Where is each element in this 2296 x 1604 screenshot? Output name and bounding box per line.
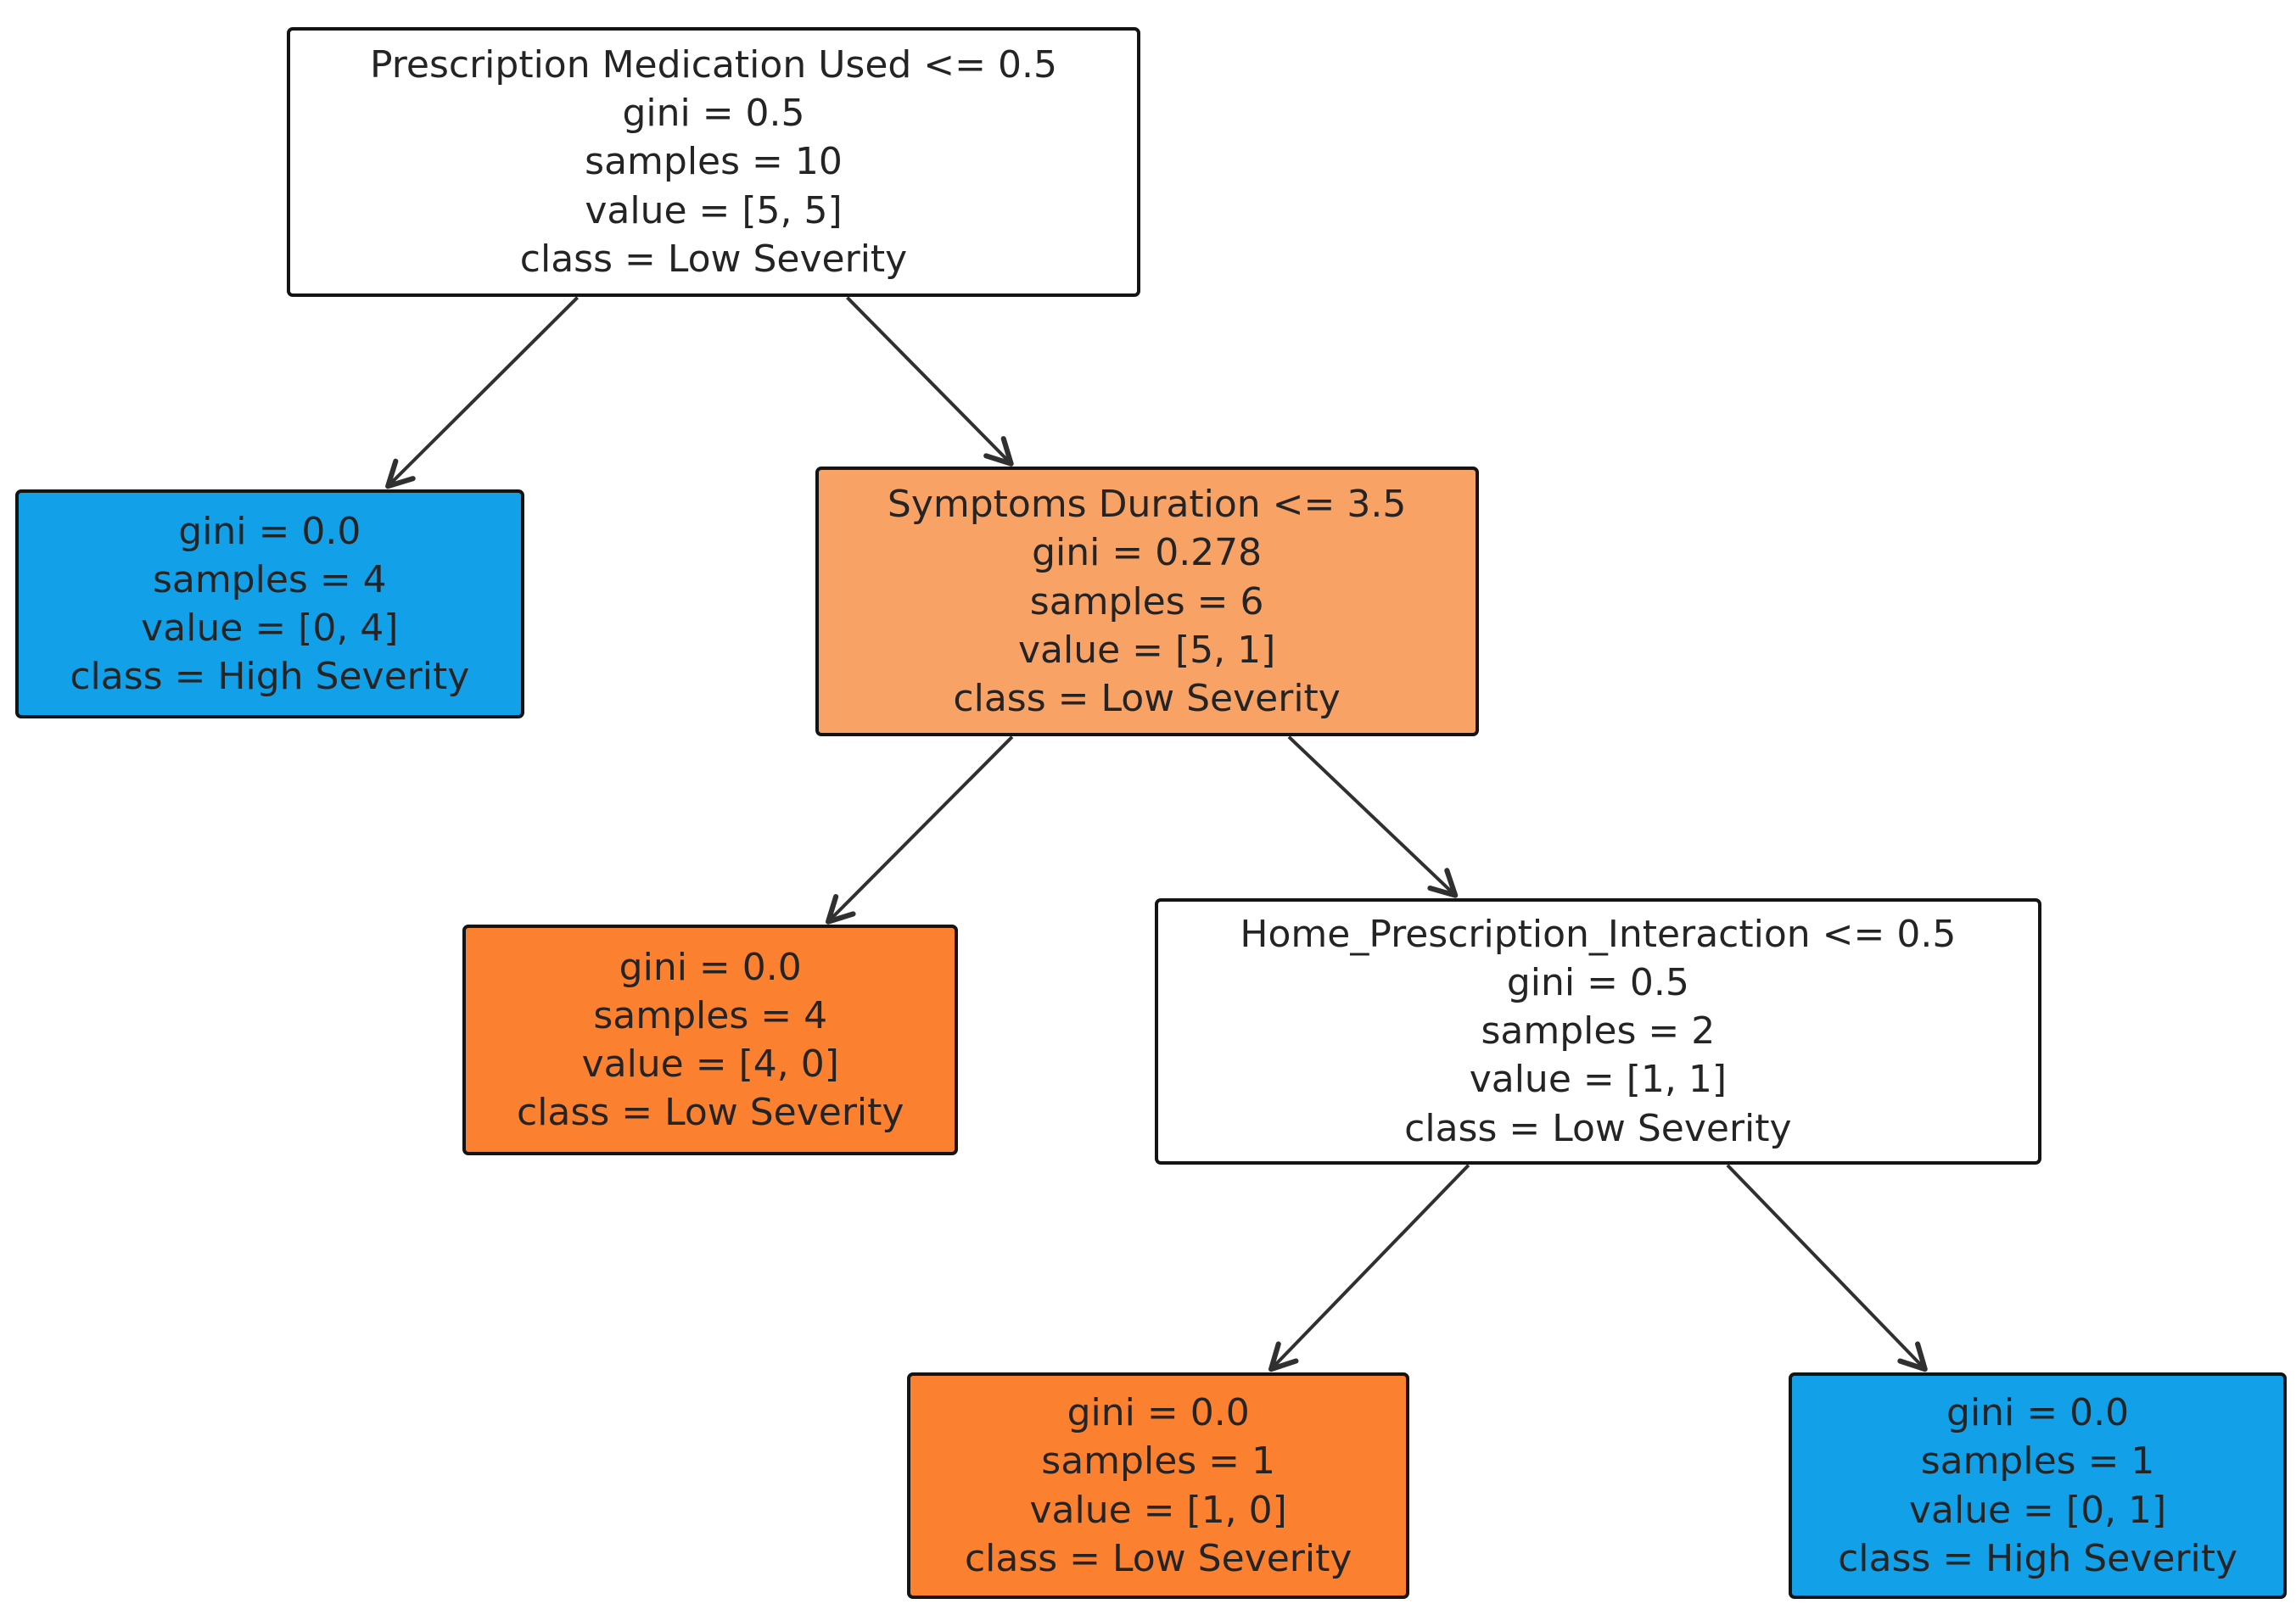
tree-edge-arrow — [846, 296, 1014, 467]
node-text-line: class = Low Severity — [1404, 1106, 1792, 1150]
node-text-line: Prescription Medication Used <= 0.5 — [370, 43, 1058, 87]
node-text-line: class = Low Severity — [964, 1536, 1352, 1580]
node-text-line: samples = 1 — [1920, 1439, 2155, 1484]
home-prescription-interaction-split-node: Home_Prescription_Interaction <= 0.5 gini… — [1155, 897, 2041, 1165]
tree-edge-arrow — [825, 735, 1014, 925]
node-text-line: samples = 4 — [593, 993, 828, 1037]
node-text-line: gini = 0.5 — [1506, 961, 1689, 1005]
node-text-line: value = [0, 4] — [141, 606, 399, 650]
node-text-line: class = High Severity — [70, 655, 470, 699]
node-text-line: samples = 6 — [1029, 579, 1264, 623]
tree-edge-arrow — [385, 296, 580, 489]
node-text-line: class = Low Severity — [517, 1091, 904, 1135]
node-text-line: value = [5, 1] — [1017, 628, 1276, 672]
node-text-line: samples = 1 — [1041, 1439, 1276, 1484]
node-text-line: class = Low Severity — [519, 237, 908, 281]
node-text-line: gini = 0.0 — [1067, 1391, 1250, 1435]
node-text-line: gini = 0.0 — [178, 509, 361, 553]
node-text-line: class = High Severity — [1838, 1536, 2238, 1580]
node-text-line: value = [1, 0] — [1029, 1488, 1287, 1532]
node-text-line: samples = 2 — [1481, 1009, 1716, 1053]
root-split-node: Prescription Medication Used <= 0.5 gini … — [286, 26, 1141, 298]
node-text-line: gini = 0.0 — [619, 945, 802, 989]
node-text-line: samples = 10 — [585, 140, 843, 184]
tree-edge-arrow — [1268, 1164, 1470, 1372]
node-text-line: Symptoms Duration <= 3.5 — [887, 483, 1407, 527]
tree-edge-arrow — [1726, 1164, 1928, 1372]
node-text-line: gini = 0.5 — [622, 92, 805, 136]
node-text-line: value = [5, 5] — [585, 188, 843, 232]
node-text-line: gini = 0.278 — [1032, 531, 1263, 575]
node-text-line: value = [0, 1] — [1908, 1488, 2167, 1532]
node-text-line: value = [1, 1] — [1469, 1058, 1728, 1102]
node-text-line: class = Low Severity — [953, 676, 1341, 720]
node-text-line: value = [4, 0] — [581, 1042, 839, 1087]
node-text-line: samples = 4 — [152, 557, 387, 601]
tree-edge-arrow — [1287, 735, 1459, 898]
node-text-line: gini = 0.0 — [1946, 1391, 2130, 1435]
node-text-line: Home_Prescription_Interaction <= 0.5 — [1240, 912, 1957, 956]
